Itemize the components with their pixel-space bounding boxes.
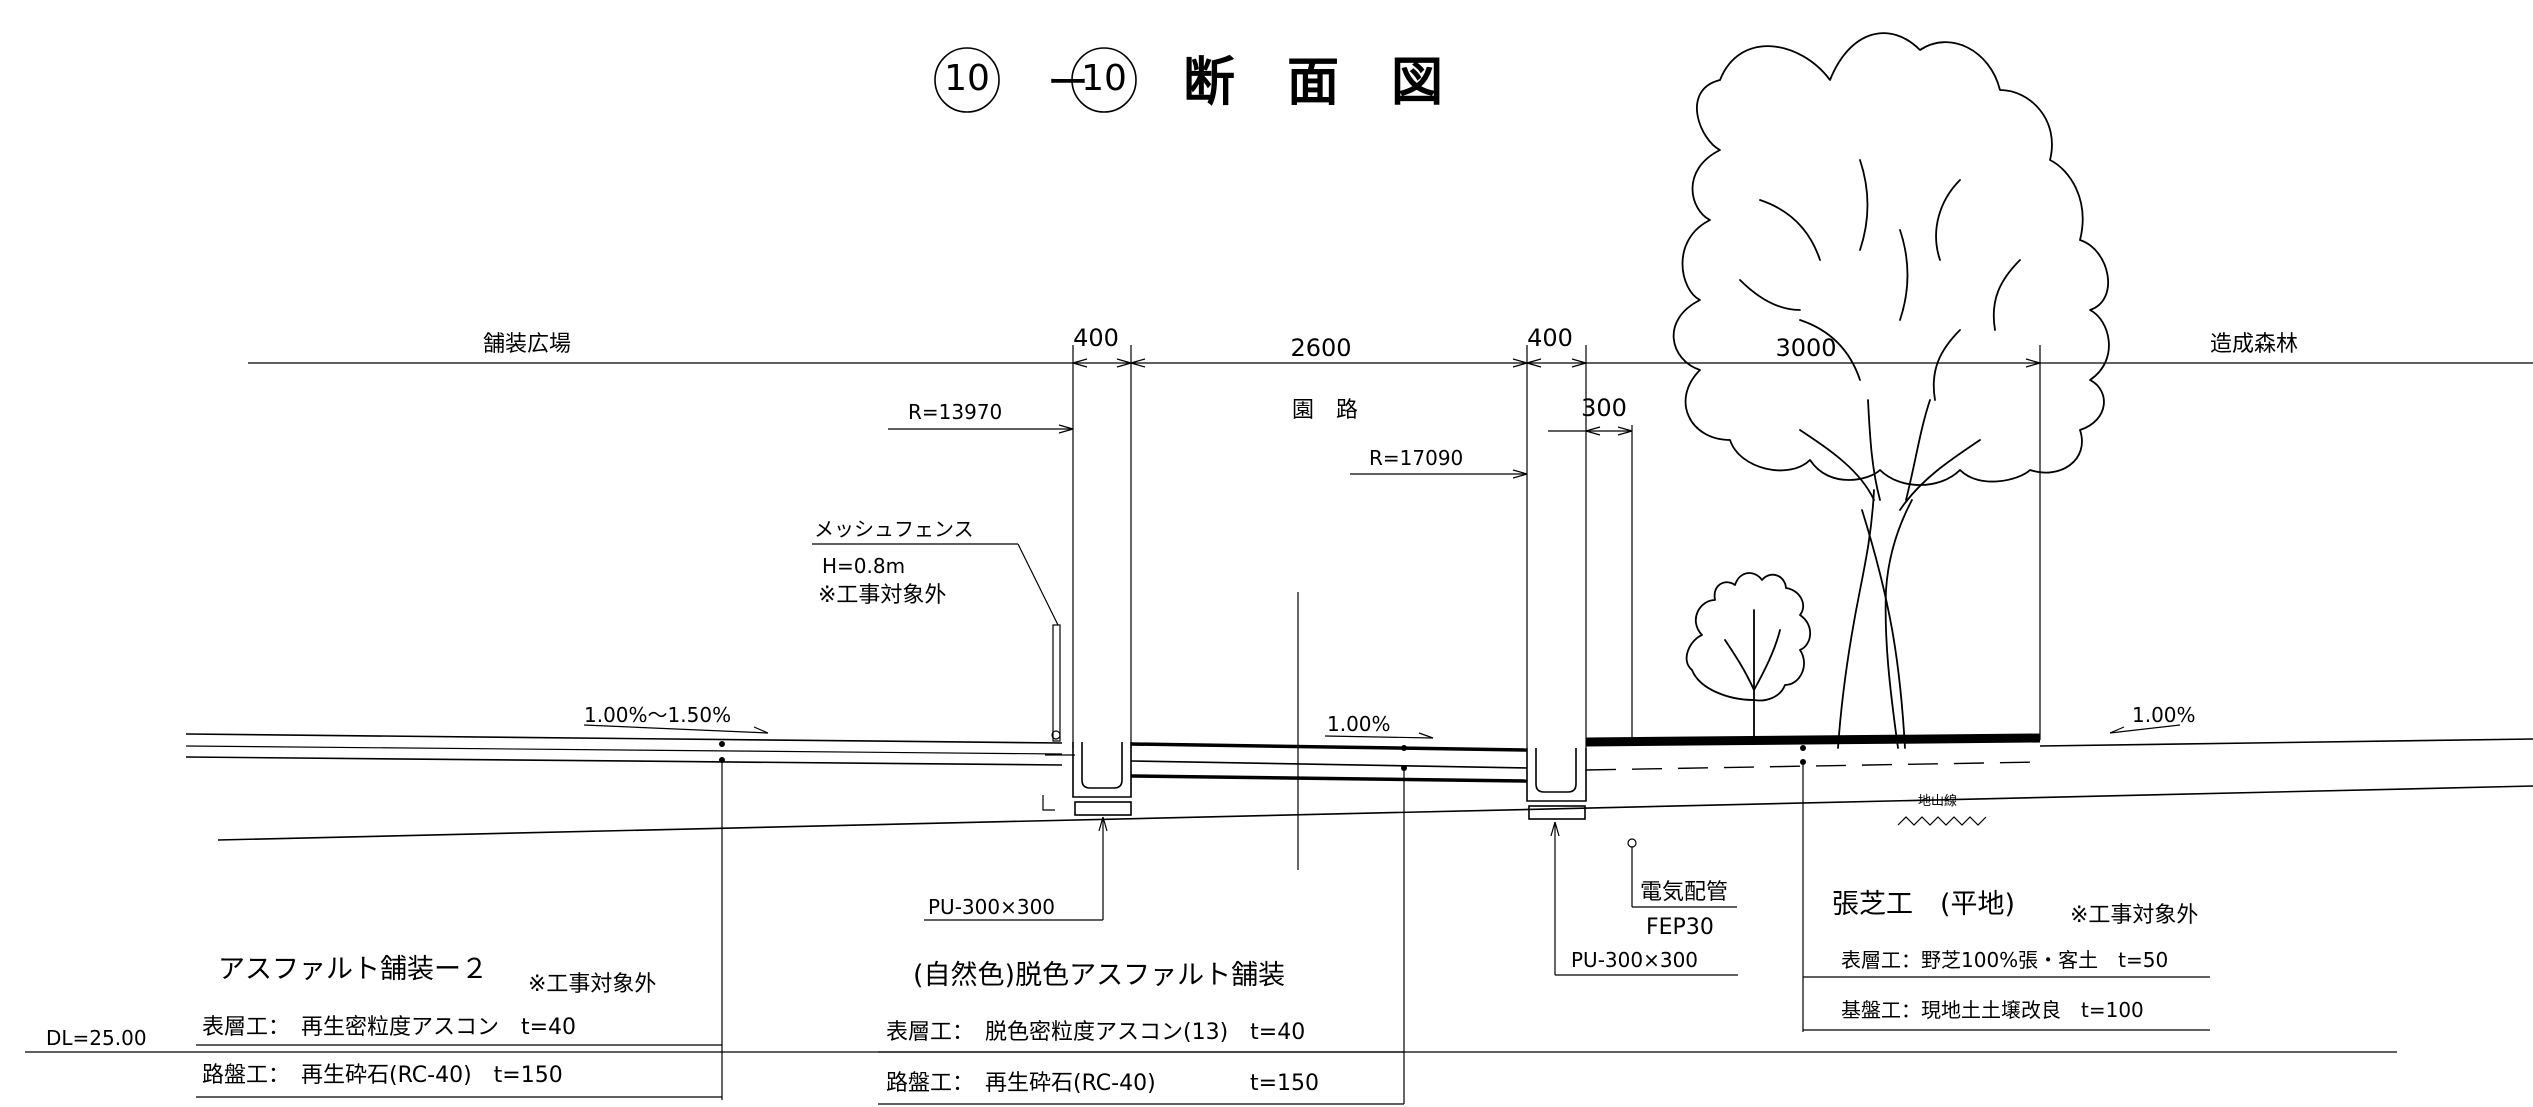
radius-right-label: R=17090 [1369,446,1463,470]
fence-name: メッシュフェンス [814,517,974,541]
pavement-left-surface: 表層工： 再生密粒度アスコン t=40 [202,1015,576,1040]
pavement-center-thickness: t=150 [1250,1071,1319,1096]
pavement-left-note: ※工事対象外 [528,972,656,997]
pavement-left-base: 路盤工： 再生砕石(RC-40) t=150 [202,1063,563,1088]
turf-note: ※工事対象外 [2070,903,2198,928]
gutter-right: PU-300×300 [1526,748,1738,976]
gutter-left: PU-300×300 [924,742,1132,921]
slope-right: 1.00% [2132,703,2196,727]
radius-left-label: R=13970 [908,400,1002,424]
title-dash: ー [1047,58,1089,107]
electric-conduit: 電気配管 FEP30 [1627,838,1737,940]
slope-center: 1.00% [1327,712,1391,736]
area-label-left: 舗装広場 [483,332,571,357]
turf-name: 張芝工 (平地) [1832,889,2015,920]
ground-profile: 1.00%～1.50% 1.00% 1.00% 地山線 [185,592,2533,870]
dim-400-right: 400 [1527,324,1573,352]
pavement-center-surface: 表層工： 脱色密粒度アスコン(13) t=40 [886,1020,1305,1045]
datum-label: DL=25.00 [46,1026,147,1050]
area-label-center: 園 路 [1292,398,1358,423]
drawing-title: 10 ー 10 断 面 図 [934,47,1443,113]
gutter-left-label: PU-300×300 [928,895,1055,919]
note-pavement-left: アスファルト舗装ー２ ※工事対象外 DL=25.00 表層工： 再生密粒度アスコ… [46,760,723,1100]
turf-surface: 表層工：野芝100%張・客土 t=50 [1841,948,2168,972]
note-pavement-center: (自然色)脱色アスファルト舗装 表層工： 脱色密粒度アスコン(13) t=40 … [878,768,1405,1105]
conduit-name: 電気配管 [1640,880,1728,905]
dim-400-left: 400 [1073,324,1119,352]
mesh-fence: メッシュフェンス H=0.8m ※工事対象外 [812,517,1061,742]
ground-line-label: 地山線 [1918,793,1957,809]
area-label-right: 造成森林 [2210,332,2298,357]
dimension-line: 舗装広場 造成森林 400 2600 400 3000 園 路 300 [248,324,2533,748]
title-right-mark: 10 [1081,58,1127,99]
dim-2600: 2600 [1290,334,1351,362]
small-tree [1685,572,1812,741]
dim-300: 300 [1581,394,1627,422]
turf-base: 基盤工：現地土土壌改良 t=100 [1841,998,2144,1022]
note-turf: 張芝工 (平地) ※工事対象外 表層工：野芝100%張・客土 t=50 基盤工：… [1802,762,2210,1032]
conduit-spec: FEP30 [1646,915,1714,940]
title-text: 断 面 図 [1183,53,1443,113]
fence-note: ※工事対象外 [818,583,946,608]
gutter-right-label: PU-300×300 [1571,948,1698,972]
fence-height: H=0.8m [822,554,905,578]
slope-left: 1.00%～1.50% [584,703,731,727]
pavement-left-name: アスファルト舗装ー２ [218,954,488,985]
radius-leaders: R=13970 R=17090 [888,400,1528,479]
dim-3000: 3000 [1775,334,1836,362]
title-left-mark: 10 [944,58,990,99]
pavement-center-name: (自然色)脱色アスファルト舗装 [913,960,1285,991]
large-tree [1672,32,2110,749]
pavement-center-base: 路盤工： 再生砕石(RC-40) [886,1071,1156,1096]
